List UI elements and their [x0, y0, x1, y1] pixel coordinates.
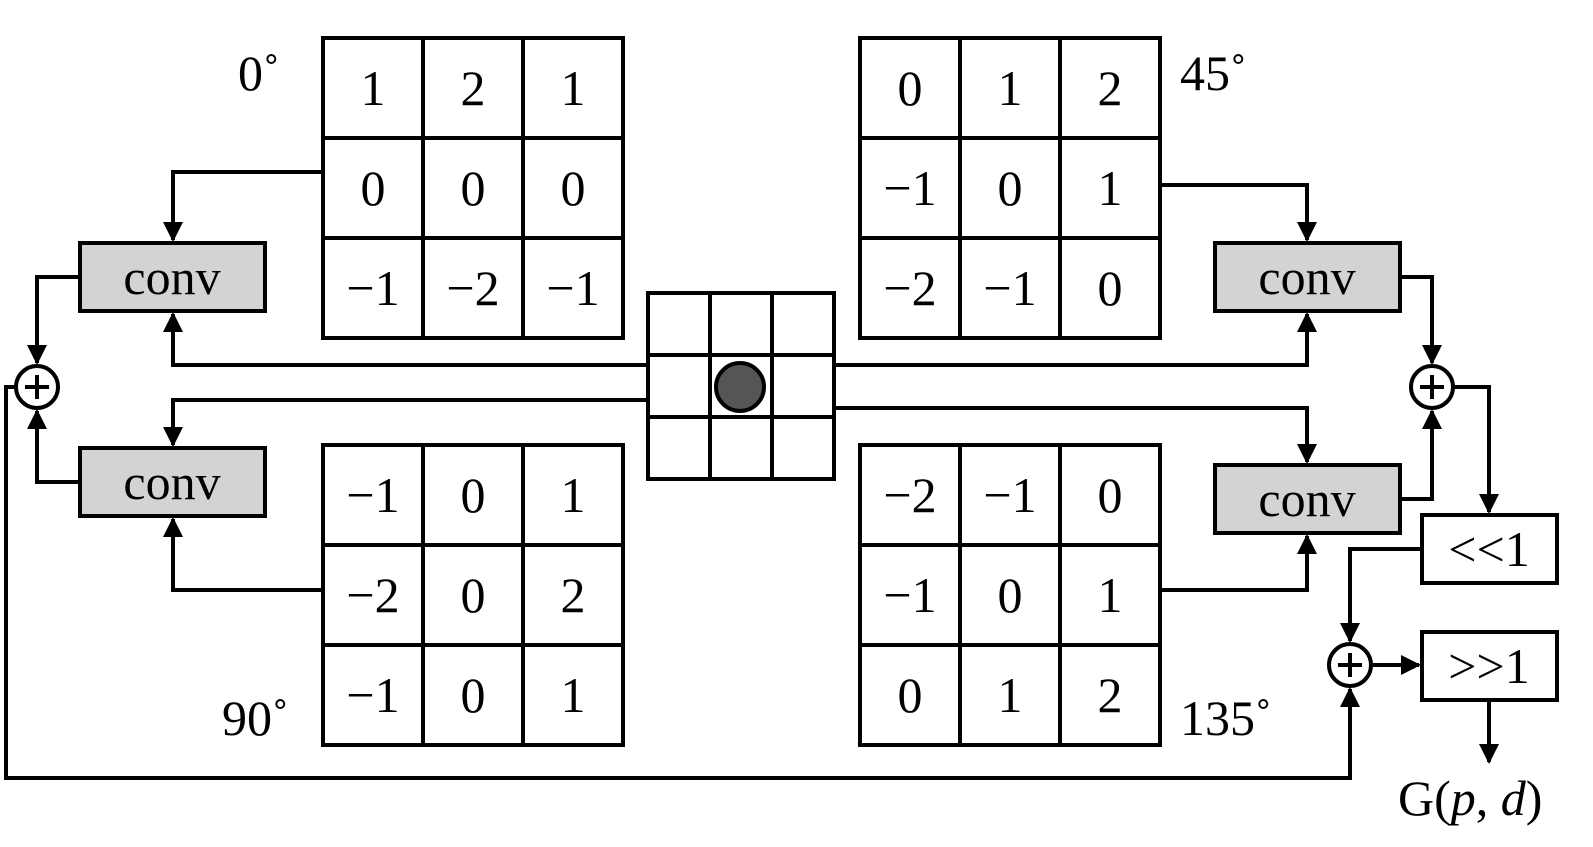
output-func: G( [1398, 770, 1451, 826]
kernel-value: −1 [983, 467, 1036, 523]
kernel-value: 1 [998, 667, 1023, 723]
kernel-value: 2 [561, 567, 586, 623]
kernel-value: 1 [1098, 567, 1123, 623]
conv-box-0deg: conv [78, 241, 267, 313]
kernel-value: 0 [461, 160, 486, 216]
kernel-value: −2 [346, 567, 399, 623]
kernel-value: 0 [461, 467, 486, 523]
output-d: d [1501, 770, 1527, 826]
svg-text:conv: conv [1258, 471, 1355, 527]
sum-node-left [14, 364, 60, 410]
output-sep: , [1476, 770, 1501, 826]
shift-right-box: >>1 [1420, 630, 1559, 702]
kernel-value: 0 [898, 60, 923, 116]
angle-label-45: 45˚ [1180, 45, 1247, 101]
svg-text:>>1: >>1 [1448, 638, 1529, 694]
kernel-value: 0 [998, 160, 1023, 216]
kernel-value: −1 [346, 467, 399, 523]
kernel-value: 1 [361, 60, 386, 116]
output-label: G(p, d) [1398, 770, 1542, 826]
output-p: p [1448, 770, 1476, 826]
kernel-0deg: 1 2 1 0 0 0 −1 −2 −1 0˚ [238, 36, 625, 340]
kernel-value: 2 [1098, 60, 1123, 116]
kernel-value: 0 [1098, 467, 1123, 523]
conv-box-90deg: conv [78, 446, 267, 518]
kernel-135deg: −2 −1 0 −1 0 1 0 1 2 135˚ [858, 443, 1272, 747]
kernel-value: 2 [461, 60, 486, 116]
kernel-value: −1 [346, 667, 399, 723]
kernel-value: −2 [883, 260, 936, 316]
kernel-value: 1 [1098, 160, 1123, 216]
kernel-45deg: 0 1 2 −1 0 1 −2 −1 0 45˚ [858, 36, 1247, 340]
kernel-90deg: −1 0 1 −2 0 2 −1 0 1 90˚ [222, 443, 625, 747]
sum-node-right [1409, 364, 1455, 410]
kernel-value: 0 [1098, 260, 1123, 316]
kernel-value: −1 [883, 160, 936, 216]
output-close: ) [1526, 770, 1543, 826]
kernel-value: 0 [898, 667, 923, 723]
kernel-value: 0 [561, 160, 586, 216]
kernel-value: 0 [998, 567, 1023, 623]
kernel-value: −1 [883, 567, 936, 623]
kernel-value: 1 [998, 60, 1023, 116]
input-pixel-grid [646, 291, 836, 481]
kernel-value: −1 [546, 260, 599, 316]
connection-wires [4, 170, 1499, 780]
kernel-value: 1 [561, 60, 586, 116]
kernel-value: −1 [346, 260, 399, 316]
kernel-value: −1 [983, 260, 1036, 316]
angle-label-135: 135˚ [1180, 690, 1272, 746]
kernel-value: 2 [1098, 667, 1123, 723]
kernel-value: −2 [446, 260, 499, 316]
svg-text:conv: conv [123, 454, 220, 510]
conv-box-135deg: conv [1213, 463, 1402, 535]
angle-label-90: 90˚ [222, 690, 289, 746]
center-pixel-dot [714, 361, 766, 413]
kernel-value: 1 [561, 667, 586, 723]
kernel-value: 0 [461, 567, 486, 623]
conv-box-45deg: conv [1213, 241, 1402, 313]
sum-node-final [1327, 642, 1373, 688]
kernel-value: 0 [461, 667, 486, 723]
kernel-value: 0 [361, 160, 386, 216]
svg-text:<<1: <<1 [1448, 521, 1529, 577]
svg-text:conv: conv [123, 249, 220, 305]
shift-left-box: <<1 [1420, 513, 1559, 585]
kernel-value: −2 [883, 467, 936, 523]
kernel-value: 1 [561, 467, 586, 523]
svg-text:conv: conv [1258, 249, 1355, 305]
angle-label-0: 0˚ [238, 45, 280, 101]
